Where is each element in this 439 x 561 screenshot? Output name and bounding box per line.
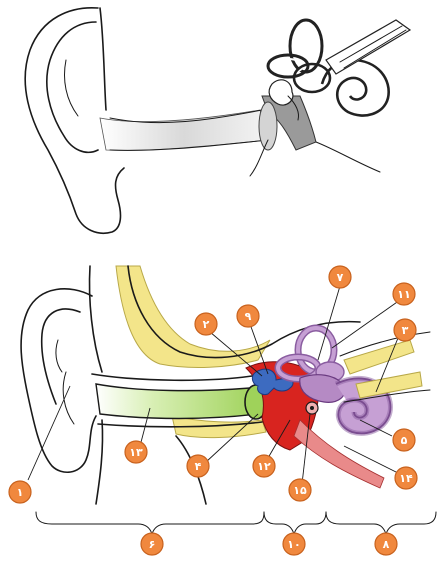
label-text: ۱۵ xyxy=(293,484,307,497)
top-head-line xyxy=(100,8,106,110)
bottom-pinna-outline xyxy=(21,289,96,472)
label-text: ۱۲ xyxy=(257,460,271,473)
label-text: ۹ xyxy=(245,310,252,323)
top-helix-curve xyxy=(65,60,79,116)
label-text: ۱۳ xyxy=(129,446,143,459)
region-text: ۸ xyxy=(383,538,390,551)
label-inner-ear-region: ۸ xyxy=(375,533,397,555)
label-outer-ear-region: ۶ xyxy=(141,533,163,555)
auditory-nerve xyxy=(344,340,414,374)
label-round-window: ۱۵ xyxy=(289,479,311,501)
label-ossicle-malleus: ۲ xyxy=(195,313,217,335)
label-outer-ear-pinna: ۱ xyxy=(9,481,31,503)
label-text: ۱ xyxy=(17,486,24,499)
bottom-ear-canal xyxy=(96,384,258,419)
top-ear-canal xyxy=(100,110,268,150)
label-text: ۴ xyxy=(195,460,202,473)
label-text: ۲ xyxy=(203,318,210,331)
label-semicircular-canals: ۷ xyxy=(329,266,351,288)
region-text: ۶ xyxy=(149,538,156,551)
label-middle-ear-cavity: ۱۲ xyxy=(253,455,275,477)
label-text: ۱۱ xyxy=(397,288,410,301)
region-braces xyxy=(36,512,436,534)
top-pinna-inner-fold xyxy=(47,22,98,152)
top-ear-illustration xyxy=(25,8,410,233)
bottom-ear-illustration xyxy=(21,266,430,504)
top-eardrum xyxy=(259,102,277,150)
region-text: ۱۰ xyxy=(287,538,300,551)
label-cochlea: ۵ xyxy=(393,429,415,451)
label-eustachian-tube: ۱۴ xyxy=(395,467,417,489)
label-nerve-bundle: ۳ xyxy=(394,319,416,341)
label-middle-ear-region: ۱۰ xyxy=(283,533,305,555)
label-text: ۱۴ xyxy=(399,472,413,485)
label-text: ۷ xyxy=(337,271,344,284)
label-text: ۳ xyxy=(402,324,409,337)
label-ear-canal: ۱۳ xyxy=(125,441,147,463)
label-ossicles-group: ۹ xyxy=(237,305,259,327)
label-eardrum: ۴ xyxy=(187,455,209,477)
label-text: ۵ xyxy=(401,434,408,447)
label-vestibular-nerve: ۱۱ xyxy=(393,283,415,305)
semicircular-canals xyxy=(278,328,344,382)
